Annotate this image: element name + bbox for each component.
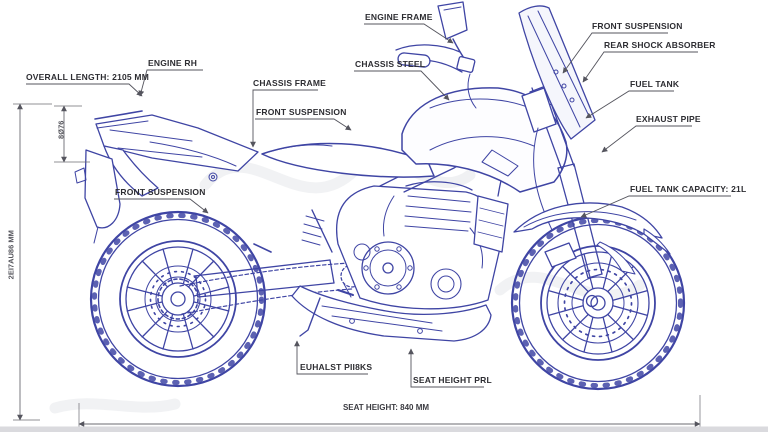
label-chassis-steel: CHASSIS STEEL [355, 59, 426, 69]
handlebar [395, 44, 477, 109]
engine [336, 181, 502, 310]
swingarm-chain [179, 259, 364, 315]
bottom-edge-strip [0, 426, 768, 432]
label-chassis-frame: CHASSIS FRAME [253, 78, 326, 88]
rear-wheel [89, 210, 267, 388]
label-seat-height-callout: SEAT HEIGHT PRL [413, 375, 492, 385]
label-engine-rh: ENGINE RH [148, 58, 198, 68]
label-front-suspension-top: FRONT SUSPENSION [592, 21, 683, 31]
label-exhaust-pipe: EXHAUST PIPE [636, 114, 701, 124]
seat [261, 142, 435, 178]
label-fuel-tank: FUEL TANK [630, 79, 680, 89]
label-front-suspension-left: FRONT SUSPENSION [115, 187, 206, 197]
leader-lines [26, 23, 731, 388]
windshield [518, 5, 596, 140]
label-front-suspension-mid: FRONT SUSPENSION [256, 107, 347, 117]
overall-height-dimension-text: 2EI7AU86 MM [6, 230, 16, 280]
label-exhaust-pipes-bottom: EUHALST PII8KS [300, 362, 373, 372]
front-fender [513, 202, 671, 275]
seat-height-dimension-text: SEAT HEIGHT: 840 MM [342, 403, 430, 412]
label-overall-length: OVERALL LENGTH: 2105 MM [26, 72, 149, 82]
motorcycle [74, 1, 686, 391]
label-fuel-tank-capacity: FUEL TANK CAPACITY: 21L [630, 184, 747, 194]
tail-section [74, 110, 259, 244]
label-engine-frame: ENGINE FRAME [365, 12, 433, 22]
windscreen-height-dimension-text: 8Ø76 [56, 120, 66, 139]
fuel-tank-body [401, 87, 568, 193]
stand-and-pegs [253, 243, 354, 337]
dimension-lines [13, 103, 701, 428]
radiator [473, 195, 509, 253]
label-rear-shock-absorber: REAR SHOCK ABSORBER [604, 40, 716, 50]
